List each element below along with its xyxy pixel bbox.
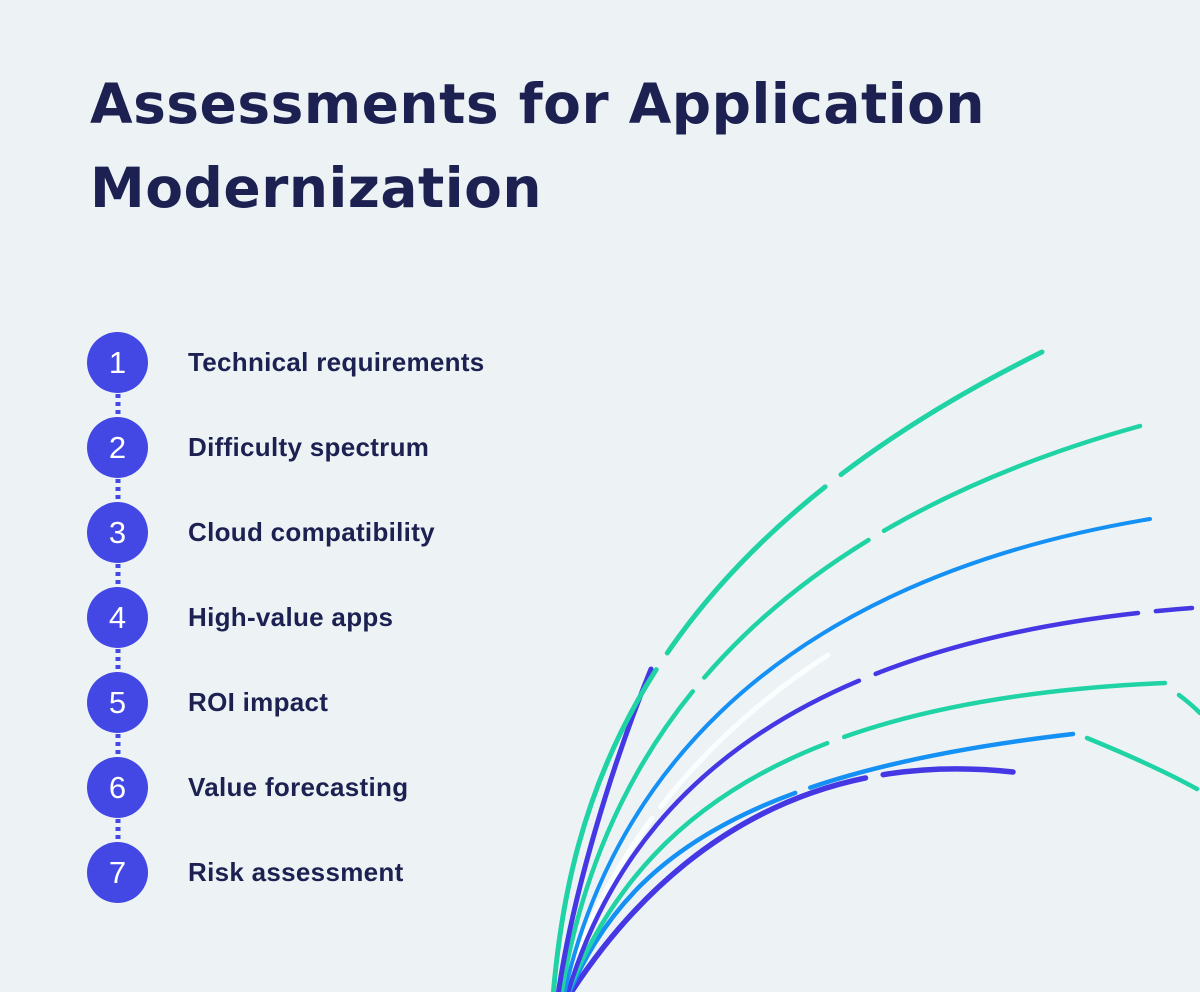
- step-connector-wrap: 3: [87, 502, 148, 563]
- step-connector-wrap: 7: [87, 842, 148, 903]
- step-number-badge: 3: [87, 502, 148, 563]
- curve-indigo-bottom: [568, 766, 1016, 992]
- curve-indigo-steep: [555, 666, 654, 992]
- step-connector-wrap: 5: [87, 672, 148, 733]
- page-title-line2: Modernization: [90, 156, 543, 220]
- curve-teal-mid: [565, 680, 1168, 992]
- step-item-2: 2 Difficulty spectrum: [87, 417, 485, 478]
- curve-blue-upper: [562, 517, 1152, 992]
- step-item-4: 4 High-value apps: [87, 587, 485, 648]
- step-label: Difficulty spectrum: [188, 432, 430, 462]
- curve-blue-lower: [566, 731, 1076, 992]
- curve-teal-second: [559, 423, 1143, 992]
- step-number-badge: 7: [87, 842, 148, 903]
- step-label: Risk assessment: [188, 857, 404, 887]
- step-label: Technical requirements: [188, 347, 485, 377]
- curve-teal-bottom-right: [1084, 735, 1200, 792]
- step-number-badge: 6: [87, 757, 148, 818]
- page-title-line1: Assessments for Application: [90, 72, 986, 136]
- step-item-3: 3 Cloud compatibility: [87, 502, 485, 563]
- step-number-badge: 2: [87, 417, 148, 478]
- step-connector-wrap: 2: [87, 417, 148, 478]
- step-number-badge: 1: [87, 332, 148, 393]
- curve-teal-mid-tail: [1176, 692, 1200, 716]
- step-label: ROI impact: [188, 687, 329, 717]
- step-item-6: 6 Value forecasting: [87, 757, 485, 818]
- step-connector-wrap: 1: [87, 332, 148, 393]
- step-item-1: 1 Technical requirements: [87, 332, 485, 393]
- page-title: Assessments for Application Modernizatio…: [90, 62, 985, 230]
- curve-indigo-upper: [565, 605, 1195, 992]
- step-label: Cloud compatibility: [188, 517, 435, 547]
- step-item-7: 7 Risk assessment: [87, 842, 485, 903]
- step-label: Value forecasting: [188, 772, 409, 802]
- step-connector-wrap: 6: [87, 757, 148, 818]
- step-number-badge: 5: [87, 672, 148, 733]
- steps-list: 1 Technical requirements 2 Difficulty sp…: [87, 332, 485, 903]
- curve-white: [560, 652, 831, 992]
- step-label: High-value apps: [188, 602, 394, 632]
- curve-teal-outer: [550, 349, 1045, 992]
- step-item-5: 5 ROI impact: [87, 672, 485, 733]
- step-connector-wrap: 4: [87, 587, 148, 648]
- step-number-badge: 4: [87, 587, 148, 648]
